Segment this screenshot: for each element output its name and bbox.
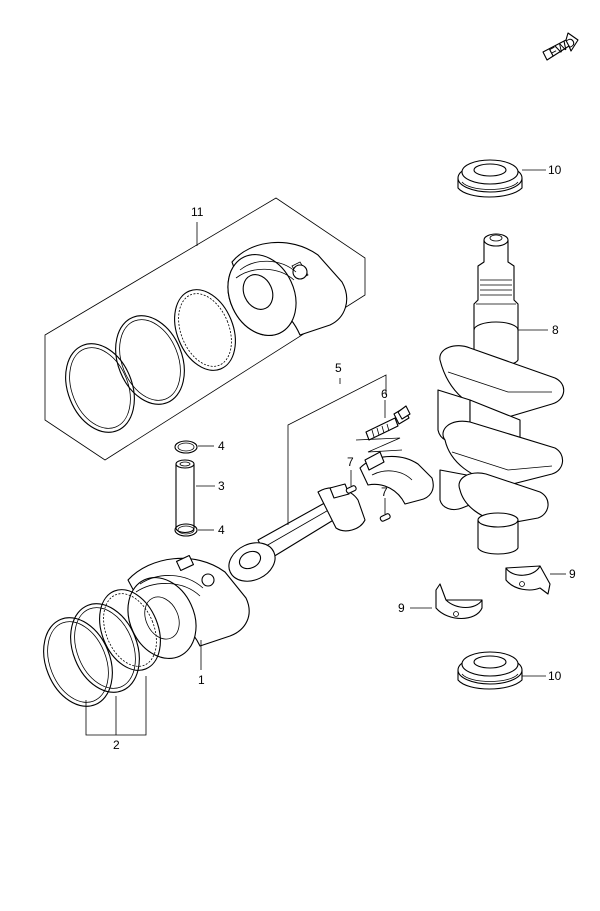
callout-10-lower: 10 xyxy=(548,669,562,683)
callout-9-right: 9 xyxy=(569,567,576,581)
bearing-upper xyxy=(505,565,551,595)
callout-1: 1 xyxy=(198,673,205,687)
rod-cap xyxy=(359,451,434,505)
callout-4-upper: 4 xyxy=(218,439,225,453)
callouts: 11 1 2 3 4 4 5 6 7 7 8 9 9 10 10 xyxy=(113,163,576,752)
oil-seal-lower xyxy=(457,651,523,690)
callout-4-lower: 4 xyxy=(218,523,225,537)
kit-ring-1 xyxy=(174,289,236,371)
bearing-lower xyxy=(435,583,483,620)
callout-6: 6 xyxy=(381,387,388,401)
kit-ring-3 xyxy=(65,343,135,433)
callout-11: 11 xyxy=(191,205,204,219)
piston-ring-2 xyxy=(70,603,140,693)
circlip-lower xyxy=(174,523,198,537)
oil-seal-upper xyxy=(457,159,523,198)
kit-piston xyxy=(227,241,348,336)
callout-3: 3 xyxy=(218,479,225,493)
callout-7-lower: 7 xyxy=(381,485,388,499)
piston xyxy=(127,554,250,659)
leader-lines xyxy=(85,169,566,736)
callout-2: 2 xyxy=(113,738,120,752)
rod-bolt xyxy=(365,405,411,441)
callout-7-upper: 7 xyxy=(347,455,354,469)
piston-ring-3 xyxy=(43,617,113,707)
fwd-arrow-icon: FWD xyxy=(542,32,579,61)
piston-ring-1 xyxy=(99,589,161,671)
piston-kit-frame xyxy=(44,197,366,461)
dowel-pin-lower xyxy=(379,513,391,522)
callout-10-upper: 10 xyxy=(548,163,562,177)
dowel-pin-upper xyxy=(345,485,357,494)
callout-9-left: 9 xyxy=(398,601,405,615)
piston-pin xyxy=(175,459,195,534)
callout-8: 8 xyxy=(552,323,559,337)
circlip-upper xyxy=(174,440,198,454)
kit-ring-2 xyxy=(115,315,185,405)
callout-5: 5 xyxy=(335,361,342,375)
connecting-rod xyxy=(228,483,366,582)
crankshaft xyxy=(437,233,565,555)
